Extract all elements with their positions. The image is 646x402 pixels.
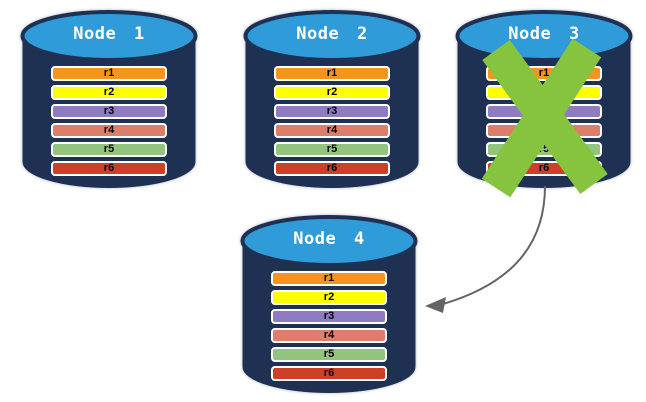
replica-bar: r3 (274, 104, 390, 119)
cylinder-top (243, 10, 421, 62)
node-4: Node 4 r1 r2 r3 r4 r5 r6 (240, 215, 418, 395)
replica-bar: r3 (271, 309, 387, 324)
failover-arrow (425, 185, 546, 313)
replica-bar: r6 (271, 366, 387, 381)
node-title: Node 1 (73, 24, 145, 44)
replica-bar: r2 (274, 85, 390, 100)
replica-bar: r2 (51, 85, 167, 100)
node-title: Node 3 (508, 24, 580, 44)
failure-x-icon (481, 38, 608, 198)
replica-bar: r5 (274, 142, 390, 157)
replica-bar: r5 (51, 142, 167, 157)
replica-bar: r1 (274, 66, 390, 81)
replica-bar: r4 (51, 123, 167, 138)
replica-bar: r2 (271, 290, 387, 305)
cylinder-top (240, 215, 418, 267)
replica-bar: r4 (274, 123, 390, 138)
replica-list: r1 r2 r3 r4 r5 r6 (274, 66, 390, 180)
replica-bar: r6 (274, 161, 390, 176)
replica-bar: r3 (51, 104, 167, 119)
arrowhead-icon (425, 297, 446, 313)
replica-bar: r1 (271, 271, 387, 286)
node-2: Node 2 r1 r2 r3 r4 r5 r6 (243, 10, 421, 190)
node-title: Node 4 (293, 229, 365, 249)
node-title: Node 2 (296, 24, 368, 44)
replica-list: r1 r2 r3 r4 r5 r6 (271, 271, 387, 385)
cylinder-top (20, 10, 198, 62)
replica-bar: r1 (51, 66, 167, 81)
replica-bar: r4 (271, 328, 387, 343)
node-3: Node 3 r1 r2 r3 r4 r5 r6 (455, 10, 633, 198)
replica-bar: r6 (51, 161, 167, 176)
replica-bar: r5 (271, 347, 387, 362)
replica-list: r1 r2 r3 r4 r5 r6 (51, 66, 167, 180)
node-1: Node 1 r1 r2 r3 r4 r5 r6 (20, 10, 198, 190)
